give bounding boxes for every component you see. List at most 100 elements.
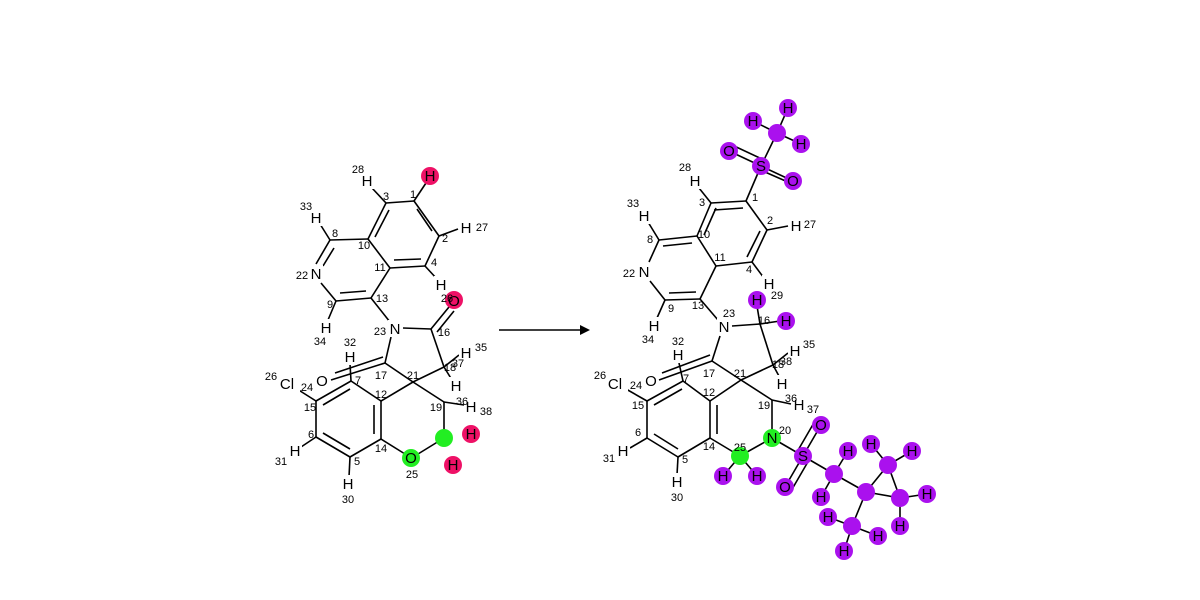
reactant-atom-bg bbox=[360, 172, 374, 189]
product-highlight-purple bbox=[839, 442, 857, 460]
product-atom-bg bbox=[647, 317, 661, 334]
product-atom-index: 23 bbox=[723, 308, 735, 320]
reactant-atom-symbol: O bbox=[316, 373, 328, 390]
reactant-atom-index: 32 bbox=[344, 337, 356, 349]
reactant-atom-symbol: H bbox=[461, 220, 472, 237]
product-atom-symbol: H bbox=[791, 218, 802, 235]
product-highlight-purple bbox=[869, 527, 887, 545]
reactant-atom-highlights bbox=[402, 167, 480, 474]
reactant-atom-bg bbox=[309, 209, 323, 226]
reactant-highlight-symbol: H bbox=[466, 426, 477, 443]
reactant-atom-index: 22 bbox=[296, 270, 308, 282]
reactant-atom-index: 7 bbox=[355, 375, 361, 387]
reactant-highlight-pink bbox=[445, 291, 463, 309]
product-highlight-symbol: H bbox=[752, 468, 763, 485]
product-atom-index: 21 bbox=[734, 368, 746, 380]
product-atom-bg bbox=[637, 263, 651, 280]
product-atom-symbol: H bbox=[690, 173, 701, 190]
product-atom-index: 35 bbox=[803, 339, 815, 351]
product-atom-index: 6 bbox=[635, 427, 641, 439]
reactant-atom-symbol: H bbox=[436, 277, 447, 294]
product-highlight-purple bbox=[812, 488, 830, 506]
product-atom-index: 7 bbox=[683, 373, 689, 385]
product-highlight-purple bbox=[720, 142, 738, 160]
product-atom-index: 8 bbox=[647, 234, 653, 246]
product-highlight-purple bbox=[792, 135, 810, 153]
product-atom-symbol: O bbox=[645, 373, 657, 390]
product-atom-index: 27 bbox=[804, 219, 816, 231]
product-atom-index: 11 bbox=[714, 252, 725, 264]
product-atom-bg bbox=[688, 172, 702, 189]
product-atom-highlights bbox=[714, 99, 936, 560]
reactant-atom-symbol: H bbox=[362, 173, 373, 190]
product-highlight-purple bbox=[835, 542, 853, 560]
product-atom-index: 12 bbox=[703, 387, 715, 399]
product-atom-bg bbox=[644, 372, 658, 389]
product-atom-symbol: N bbox=[767, 430, 778, 447]
reactant-atom-index: 10 bbox=[358, 240, 370, 252]
product-highlight-symbol: O bbox=[723, 143, 735, 160]
product-atom-symbol: H bbox=[673, 347, 684, 364]
product-highlight-symbol: H bbox=[907, 443, 918, 460]
product-highlight-purple bbox=[794, 447, 812, 465]
reactant-atom-bg bbox=[315, 372, 329, 389]
reactant-atom-symbol: O bbox=[405, 450, 417, 467]
product-highlight-symbol: H bbox=[823, 509, 834, 526]
arrow-head-icon bbox=[580, 325, 590, 335]
product-highlight-symbol: H bbox=[752, 292, 763, 309]
reactant-atom-index: 18 bbox=[444, 362, 456, 374]
reactant-atom-symbol: H bbox=[343, 476, 354, 493]
product-atom-symbol: H bbox=[794, 397, 805, 414]
product-atom-index: 13 bbox=[692, 300, 704, 312]
reactant-atom-index: 30 bbox=[342, 494, 354, 506]
product-atom-index: 14 bbox=[703, 441, 715, 453]
product-atom-index: 31 bbox=[603, 453, 615, 465]
product-highlight-symbol: O bbox=[779, 479, 791, 496]
reactant-atom-index: 2 bbox=[442, 233, 448, 245]
reactant-highlight-green bbox=[435, 429, 453, 447]
product-atom-symbol: N bbox=[719, 319, 730, 336]
product-atom-index: 37 bbox=[807, 404, 819, 416]
product-highlight-symbol: H bbox=[796, 136, 807, 153]
reaction-arrow bbox=[499, 325, 590, 335]
product-atom-symbol: Cl bbox=[608, 376, 622, 393]
product-highlight-symbol: O bbox=[787, 173, 799, 190]
product-highlight-purple bbox=[857, 483, 875, 501]
product-atom-index: 10 bbox=[698, 229, 710, 241]
product-highlight-symbol: H bbox=[873, 528, 884, 545]
reactant-atom-index: 13 bbox=[376, 293, 388, 305]
reactant-atom-index: 24 bbox=[301, 382, 313, 394]
product-atom-bg bbox=[717, 318, 731, 335]
product-atom-index: 9 bbox=[668, 303, 674, 315]
product-atom-index: 36 bbox=[785, 393, 797, 405]
product-highlight-purple bbox=[819, 508, 837, 526]
product-atom-index: 32 bbox=[672, 336, 684, 348]
reactant-atom-index: 8 bbox=[332, 228, 338, 240]
product-highlight-purple bbox=[768, 124, 786, 142]
reactant-atom-index: 19 bbox=[430, 402, 442, 414]
reactant-atom-symbol: N bbox=[390, 321, 401, 338]
product-highlight-symbol: H bbox=[895, 518, 906, 535]
reactant-atom-symbol: H bbox=[466, 399, 477, 416]
product-atom-bg bbox=[775, 375, 789, 392]
product-highlight-symbol: H bbox=[843, 443, 854, 460]
product-highlight-symbol: O bbox=[815, 417, 827, 434]
reactant-atom-index: 28 bbox=[352, 164, 364, 176]
product-atom-index: 20 bbox=[779, 425, 791, 437]
reactant-atom-index: 16 bbox=[438, 327, 450, 339]
reactant-atom-index: 17 bbox=[375, 370, 387, 382]
product-highlight-purple bbox=[744, 112, 762, 130]
reactant-atom-bg bbox=[464, 398, 478, 415]
product-atom-index: 18 bbox=[772, 359, 784, 371]
reactant-atom-index: 4 bbox=[431, 257, 437, 269]
product-highlight-symbol: H bbox=[748, 113, 759, 130]
product-atom-symbol: H bbox=[790, 343, 801, 360]
product-atom-symbol: N bbox=[639, 264, 650, 281]
reactant-atom-symbol: H bbox=[451, 378, 462, 395]
product-highlight-purple bbox=[891, 517, 909, 535]
reactant-atom-index: 25 bbox=[406, 469, 418, 481]
product-highlight-symbol: H bbox=[781, 313, 792, 330]
product-atom-index: 5 bbox=[682, 454, 688, 466]
product-molecule: H2813H338H27210411N22H29913N23H3416H32H3… bbox=[594, 99, 936, 560]
